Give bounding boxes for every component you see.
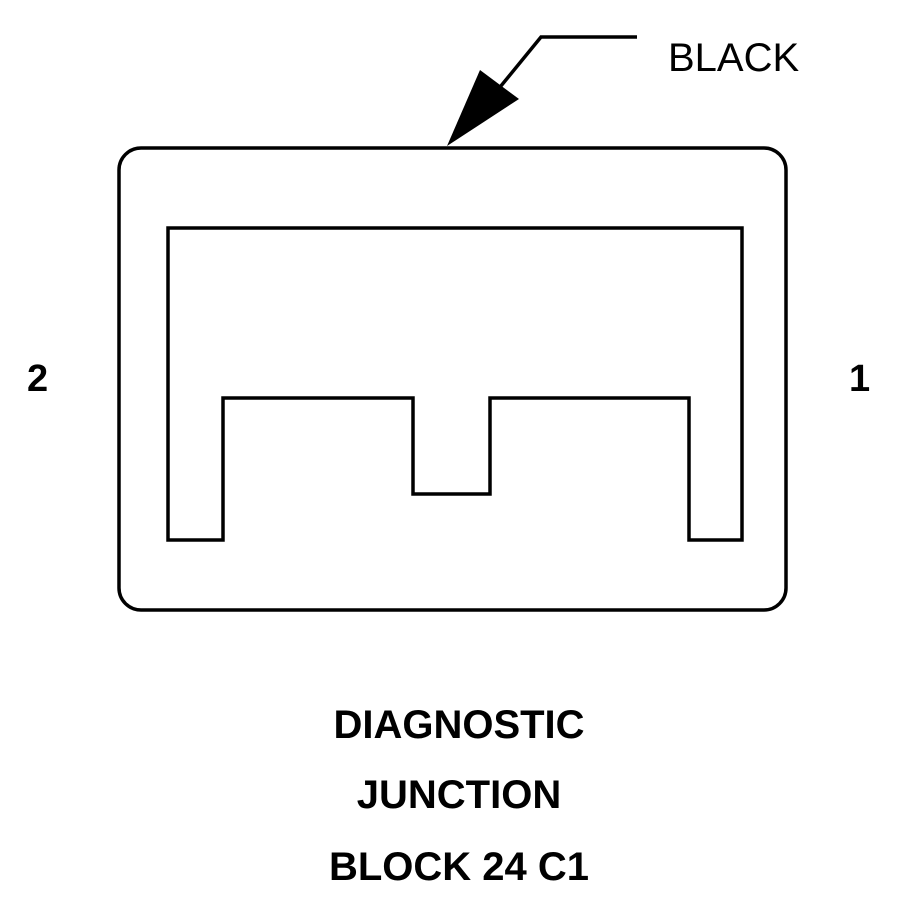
- caption-line-1: DIAGNOSTIC: [333, 703, 585, 747]
- pin-number-1: 1: [849, 358, 871, 400]
- caption-line-3: BLOCK 24 C1: [328, 845, 590, 889]
- connector-cavity: [166, 226, 744, 542]
- wire-color-label: BLACK: [668, 36, 800, 80]
- leader-line: [494, 35, 637, 94]
- caption-line-2: JUNCTION: [356, 773, 562, 817]
- pin-number-2: 2: [27, 358, 49, 400]
- arrow-head-icon: [447, 70, 519, 146]
- connector-housing: [117, 146, 788, 612]
